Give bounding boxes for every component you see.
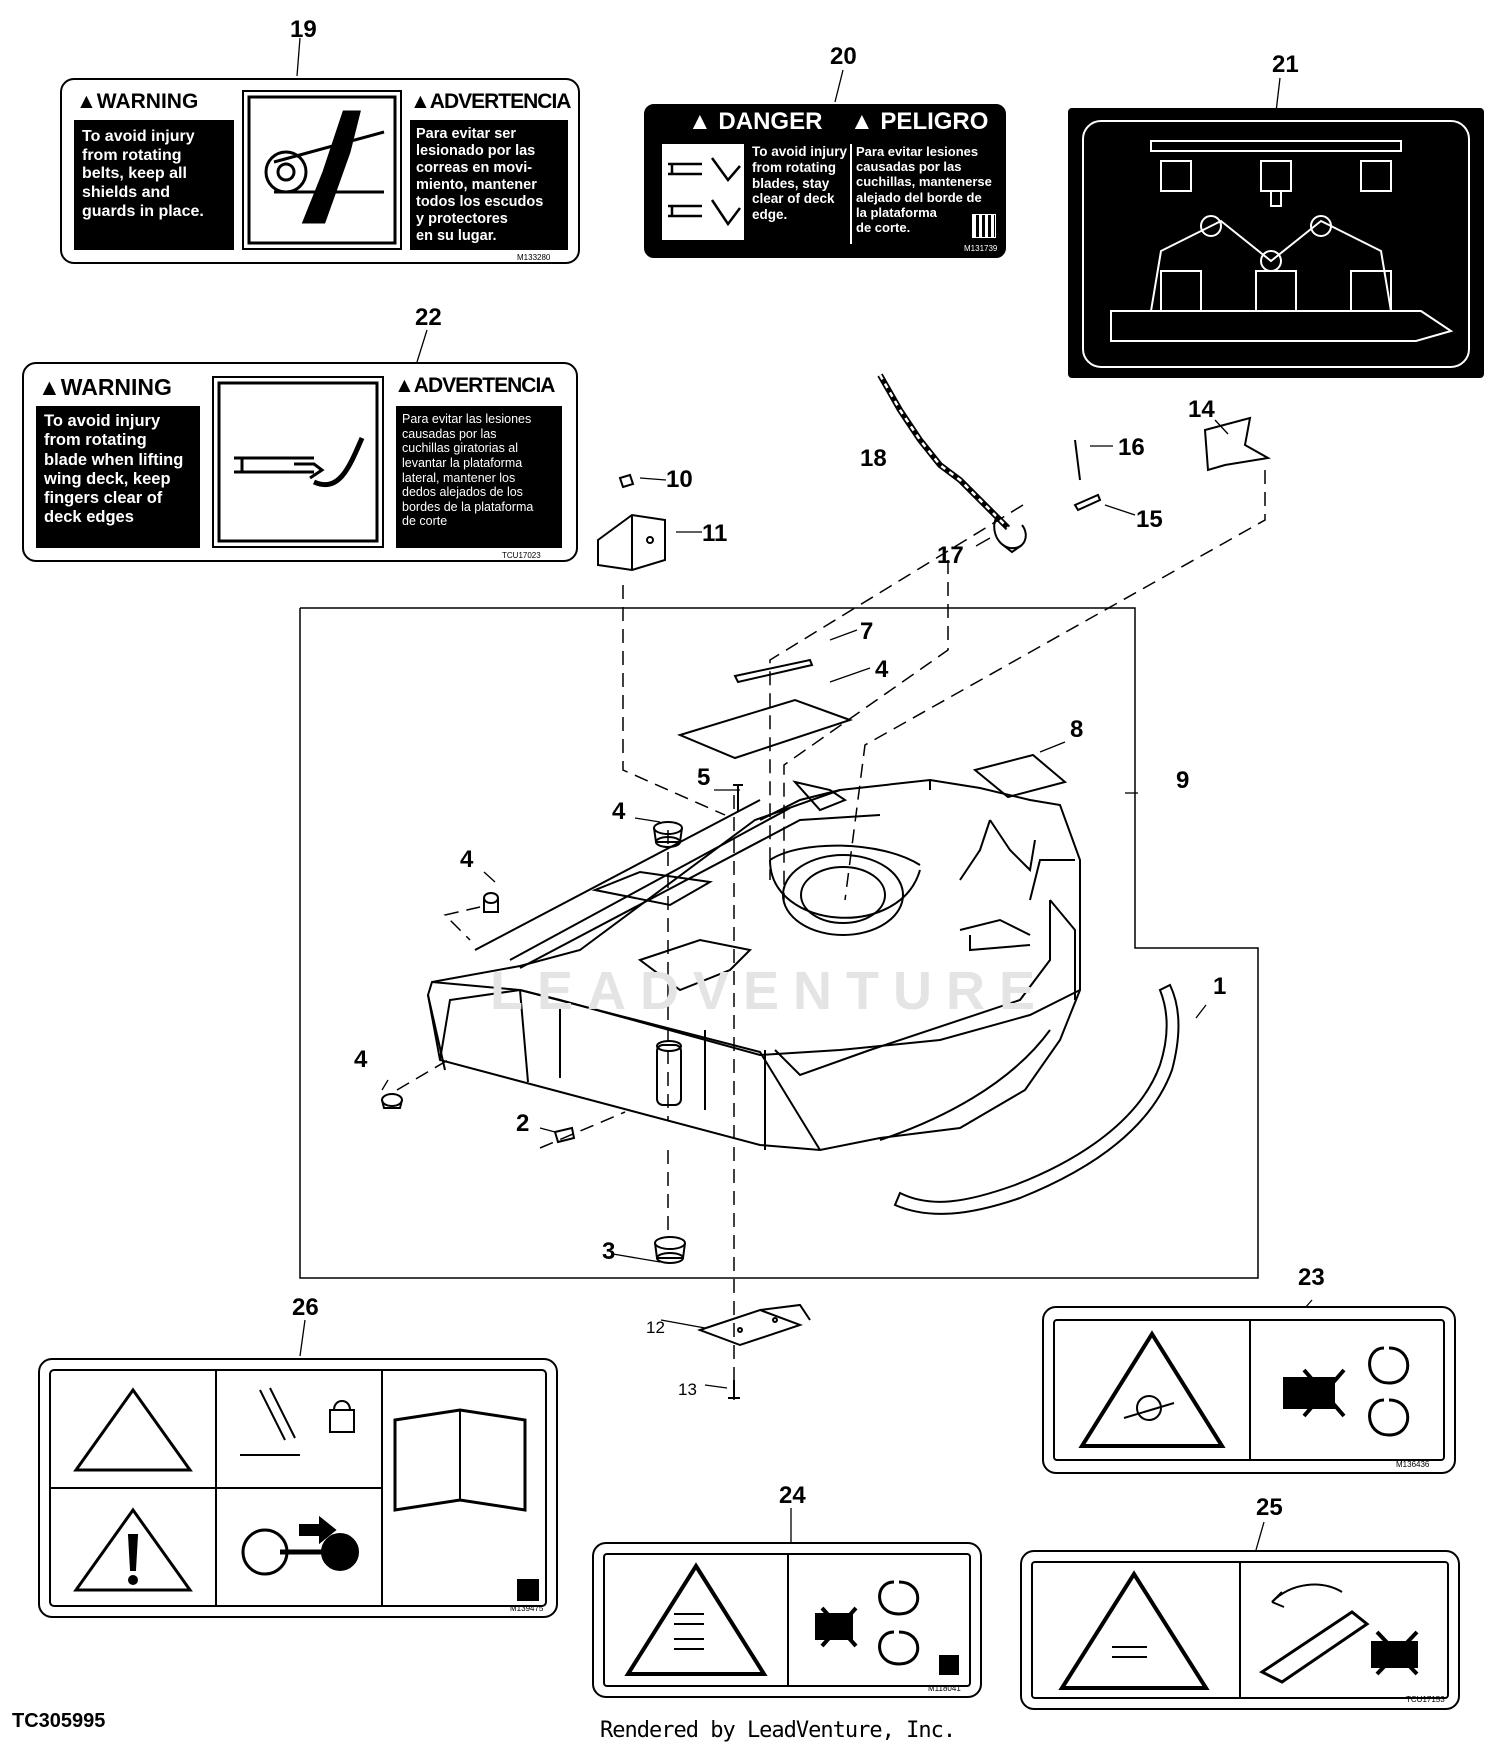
- spanish-danger-text: Para evitar lesiones causadas por las cu…: [856, 144, 992, 236]
- callout-14: 14: [1188, 396, 1215, 423]
- bushing-part-3: [654, 1236, 686, 1264]
- callout-20: 20: [830, 43, 857, 70]
- decal-24-blade-contact: M118041: [592, 1542, 982, 1698]
- bushing-part-4b: [483, 892, 499, 913]
- callout-17: 17: [937, 542, 964, 569]
- callout-3: 3: [602, 1238, 616, 1265]
- hose-part-1: [893, 983, 1180, 1215]
- callout-12: 12: [646, 1318, 665, 1337]
- decal-part-8: [972, 753, 1068, 799]
- callout-26: 26: [292, 1294, 319, 1321]
- callout-16: 16: [1118, 434, 1145, 461]
- deck-lift-pictogram: [1031, 1561, 1449, 1699]
- callout-25: 25: [1256, 1494, 1283, 1521]
- callout-10: 10: [666, 466, 693, 493]
- watermark: LEADVENTURE: [490, 961, 1050, 1021]
- callout-9: 9: [1176, 767, 1190, 794]
- english-text-panel: To avoid injury from rotating blade when…: [36, 406, 200, 548]
- spanish-text-panel: Para evitar ser lesionado por las correa…: [410, 120, 568, 250]
- plate-part-4: [677, 698, 854, 760]
- warning-header: ▲WARNING: [76, 90, 199, 113]
- callout-19: 19: [290, 16, 317, 43]
- callout-21: 21: [1272, 51, 1299, 78]
- entanglement-pictogram: [1053, 1319, 1445, 1461]
- part-code: M131739: [964, 244, 998, 253]
- callout-13: 13: [678, 1380, 697, 1399]
- warning-header: ▲WARNING: [38, 374, 172, 400]
- plate-part-12: [697, 1303, 811, 1347]
- callout-22: 22: [415, 304, 442, 331]
- english-warning-text: To avoid injury from rotating blade when…: [44, 412, 184, 527]
- callout-2: 2: [516, 1110, 530, 1137]
- callout-4-bushing-left: 4: [460, 846, 474, 873]
- figure-code: TC305995: [12, 1710, 106, 1732]
- callout-15: 15: [1136, 506, 1163, 533]
- part-code: TCU17023: [502, 551, 541, 560]
- part-code: M136436: [1396, 1460, 1430, 1469]
- text-divider: [850, 144, 852, 244]
- decal-21-belt-routing: [1068, 108, 1484, 378]
- english-danger-text: To avoid injury from rotating blades, st…: [752, 144, 848, 223]
- peligro-header: ▲ PELIGRO: [850, 108, 989, 135]
- shackle-part-17: [993, 514, 1027, 554]
- bushing-part-4a: [653, 821, 683, 848]
- part-code: M118041: [928, 1684, 961, 1693]
- nut-part-10: [618, 473, 635, 489]
- mower-deck-body: [426, 778, 1081, 1152]
- bushing-part-4c: [381, 1093, 403, 1109]
- cotter-pin-part-16: [1074, 439, 1081, 481]
- spanish-warning-text: Para evitar ser lesionado por las correa…: [416, 126, 544, 244]
- part-code: M133280: [517, 253, 551, 262]
- rendered-by-credit: Rendered by LeadVenture, Inc.: [600, 1718, 956, 1743]
- bracket-part-11: [597, 513, 666, 572]
- decal-23-belt-entanglement: M136436: [1042, 1306, 1456, 1474]
- callout-4-bushing-top: 4: [612, 798, 626, 825]
- callout-24: 24: [779, 1482, 806, 1509]
- chain-part-18: [877, 373, 1011, 531]
- spanish-warning-text: Para evitar las lesiones causadas por la…: [402, 412, 534, 529]
- assembly-outline: [299, 607, 1259, 1279]
- english-warning-text: To avoid injury from rotating belts, kee…: [82, 128, 204, 220]
- shield-part-14: [1203, 416, 1271, 472]
- advertencia-header: ▲ADVERTENCIA: [410, 90, 571, 113]
- blade-contact-pictogram: [603, 1553, 971, 1687]
- leader-lines: [296, 37, 1313, 1551]
- belt-routing-pictogram: [1082, 120, 1470, 368]
- callout-11: 11: [702, 520, 728, 547]
- callout-8: 8: [1070, 716, 1084, 743]
- bolt-part-13: [728, 1380, 740, 1399]
- spanish-text-panel: Para evitar las lesiones causadas por la…: [396, 406, 562, 548]
- strap-part-7: [733, 658, 814, 684]
- decal-20-blade-danger: ▲ DANGER ▲ PELIGRO To avoid injury from …: [644, 104, 1006, 258]
- safety-pictogram-grid: [49, 1369, 547, 1607]
- belt-pictogram: [242, 90, 402, 250]
- english-text-panel: To avoid injury from rotating belts, kee…: [74, 120, 234, 250]
- decal-22-wing-deck-warning: ▲WARNING ▲ADVERTENCIA To avoid injury fr…: [22, 362, 578, 562]
- decal-26-safety-pictograms: M139475: [38, 1358, 558, 1618]
- danger-header: ▲ DANGER: [688, 108, 823, 135]
- advertencia-header: ▲ADVERTENCIA: [394, 374, 555, 397]
- callout-23: 23: [1298, 1264, 1325, 1291]
- callout-4-bushing-bottom: 4: [354, 1046, 368, 1073]
- callout-7: 7: [860, 618, 874, 645]
- decal-19-belt-warning: ▲WARNING ▲ADVERTENCIA To avoid injury fr…: [60, 78, 580, 264]
- callout-4-plate: 4: [875, 656, 889, 683]
- part-code: M139475: [510, 1604, 544, 1613]
- assembly-dash-lines: [396, 470, 1266, 1400]
- callout-18: 18: [860, 445, 887, 472]
- callout-1: 1: [1213, 973, 1227, 1000]
- wing-deck-pictogram: [212, 376, 384, 548]
- decal-25-deck-lift-hazard: TCU17153: [1020, 1550, 1460, 1710]
- part-code: TCU17153: [1406, 1695, 1445, 1704]
- pin-part-5: [733, 784, 743, 812]
- callout-5: 5: [697, 764, 711, 791]
- pin-part-15: [1073, 493, 1102, 512]
- qr-code: [972, 214, 996, 238]
- screw-part-2: [553, 1126, 576, 1144]
- blade-pictogram: [660, 142, 746, 242]
